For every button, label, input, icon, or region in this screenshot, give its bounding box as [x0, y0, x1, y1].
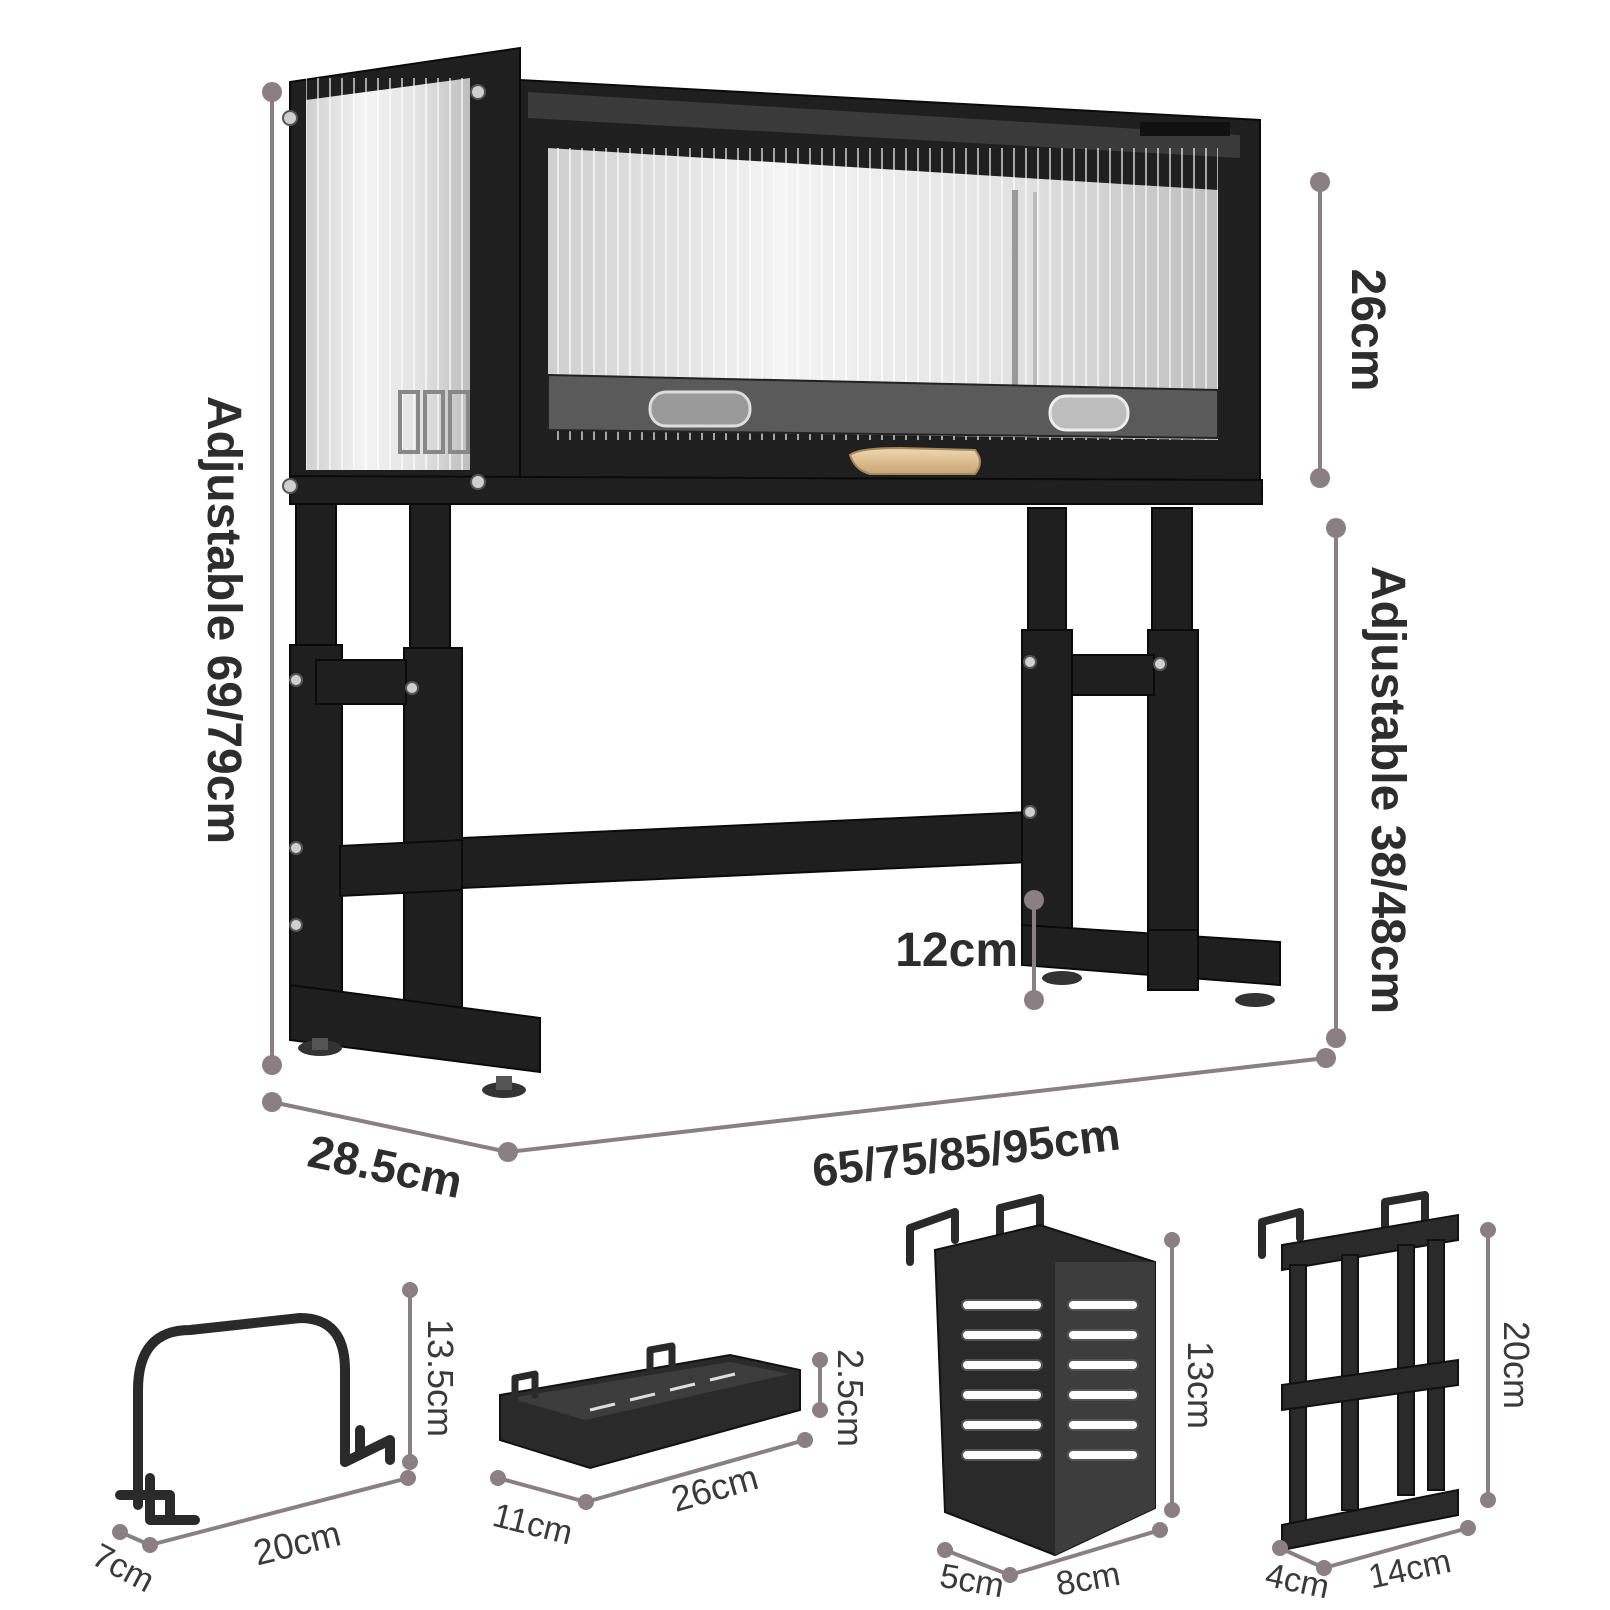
accessory-board-rack: 20cm 14cm 4cm — [1258, 1191, 1537, 1607]
dimension-cabinet-height: 26cm — [1310, 172, 1394, 488]
board-rack-icon — [1281, 1213, 1459, 1552]
handle-icon — [848, 446, 981, 475]
board-rack-width-label: 14cm — [1365, 1542, 1454, 1596]
hook-icon — [133, 1313, 350, 1510]
accessory-tray: 2.5cm 26cm 11cm — [489, 1342, 871, 1553]
right-leg — [1021, 507, 1281, 1007]
leg-height-label: Adjustable 38/48cm — [1361, 566, 1414, 1014]
hook-height-label: 13.5cm — [420, 1319, 461, 1437]
main-rack — [282, 46, 1281, 1098]
dimension-width: 65/75/85/95cm — [507, 1048, 1336, 1197]
accessory-utensil-holder: 13cm 8cm 5cm — [906, 1194, 1221, 1606]
tray-depth-label: 11cm — [489, 1496, 576, 1552]
dimension-foot-clearance: 12cm — [895, 890, 1044, 1010]
dimension-depth: 28.5cm — [262, 1092, 518, 1208]
utensil-holder-height-label: 13cm — [1180, 1341, 1221, 1429]
hook-width-label: 20cm — [249, 1512, 344, 1573]
utensil-holder-width-label: 8cm — [1053, 1555, 1123, 1604]
height-total-label: Adjustable 69/79cm — [197, 396, 250, 844]
foot-clearance-label: 12cm — [895, 924, 1018, 977]
dimension-leg-height: Adjustable 38/48cm — [1326, 518, 1414, 1048]
utensil-holder-depth-label: 5cm — [937, 1557, 1007, 1606]
cabinet-height-label: 26cm — [1341, 269, 1394, 392]
utensil-holder-slots — [961, 1299, 1139, 1461]
cup-slots-icon — [648, 390, 1130, 432]
cross-bar — [461, 810, 1031, 890]
cup-rack-icon — [398, 390, 470, 454]
accessory-hook: 13.5cm 20cm 7cm — [86, 1282, 461, 1600]
tray-width-label: 26cm — [667, 1456, 763, 1520]
width-label: 65/75/85/95cm — [809, 1107, 1123, 1196]
cabinet — [282, 46, 1263, 505]
tray-height-label: 2.5cm — [830, 1349, 871, 1447]
tray-slots — [589, 1372, 736, 1412]
board-rack-height-label: 20cm — [1496, 1321, 1537, 1409]
left-leg — [289, 503, 541, 1098]
dimension-height-total: Adjustable 69/79cm — [197, 82, 282, 1075]
